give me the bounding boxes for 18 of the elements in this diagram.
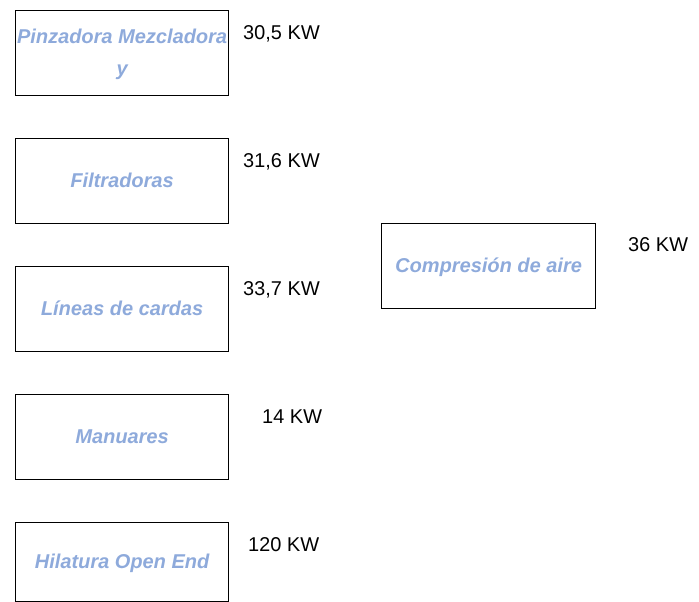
power-value: 36 KW [628, 234, 688, 257]
power-value: 31,6 KW [243, 150, 320, 173]
power-value: 14 KW [262, 406, 322, 429]
process-box [15, 10, 229, 96]
process-label: Hilatura Open End [34, 550, 210, 575]
process-box [15, 138, 229, 224]
power-value: 120 KW [248, 534, 320, 557]
process-box [381, 223, 596, 309]
process-label: Manuares [75, 425, 169, 450]
process-label: Filtradoras [70, 169, 174, 194]
process-box [15, 522, 229, 602]
process-label: Líneas de cardas [40, 297, 204, 322]
process-label: Compresión de aire [395, 254, 582, 279]
power-value: 33,7 KW [243, 278, 320, 301]
process-box [15, 266, 229, 352]
power-value: 30,5 KW [243, 22, 320, 45]
process-box [15, 394, 229, 480]
process-label: Pinzadora Mezcladora y [16, 25, 228, 82]
